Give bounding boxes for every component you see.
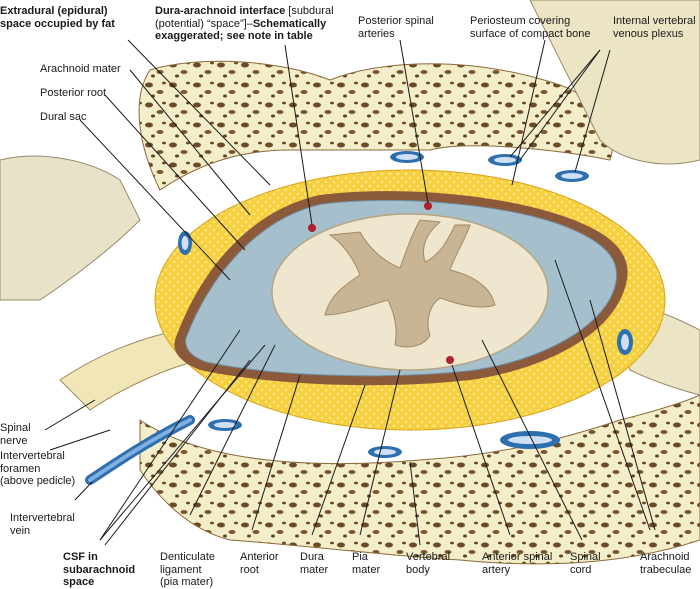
label-pia-mater: Pia mater <box>352 551 381 576</box>
label-arachnoid-mater: Arachnoid mater <box>40 63 121 75</box>
spinal-arteries <box>308 202 454 364</box>
label-extradural-space: Extradural (epidural) space occupied by … <box>0 5 115 30</box>
label-dura-arachnoid-interface: Dura-arachnoid interface [subdural (pote… <box>155 5 334 42</box>
label-arachnoid-trabeculae: Arachnoid trabeculae <box>640 551 692 576</box>
label-posterior-spinal-arteries: Posterior spinal arteries <box>358 15 434 40</box>
label-dura-mater: Dura mater <box>300 551 329 576</box>
label-denticulate-ligament: Denticulate ligament (pia mater) <box>160 551 216 588</box>
label-vertebral-body: Vertebral body <box>406 551 451 576</box>
label-dural-sac: Dural sac <box>40 111 87 123</box>
label-spinal-nerve: Spinal nerve <box>0 422 31 447</box>
label-anterior-root: Anterior root <box>240 551 279 576</box>
label-csf-subarachnoid-space: CSF in subarachnoid space <box>63 551 136 588</box>
vertebral-bone <box>0 0 700 565</box>
label-periosteum: Periosteum covering surface of compact b… <box>470 15 591 40</box>
label-anterior-spinal-artery: Anterior spinal artery <box>482 551 553 576</box>
gray-matter <box>324 219 496 348</box>
label-internal-vertebral-venous-plexus: Internal vertebral venous plexus <box>613 15 696 40</box>
leader-lines <box>44 39 656 546</box>
label-intervertebral-foramen: Intervertebral foramen (above pedicle) <box>0 450 76 487</box>
label-posterior-root: Posterior root <box>40 87 107 99</box>
label-intervertebral-vein: Intervertebral vein <box>10 512 75 537</box>
venous-plexus-vessels <box>178 151 633 458</box>
label-spinal-cord: Spinal cord <box>570 551 601 576</box>
